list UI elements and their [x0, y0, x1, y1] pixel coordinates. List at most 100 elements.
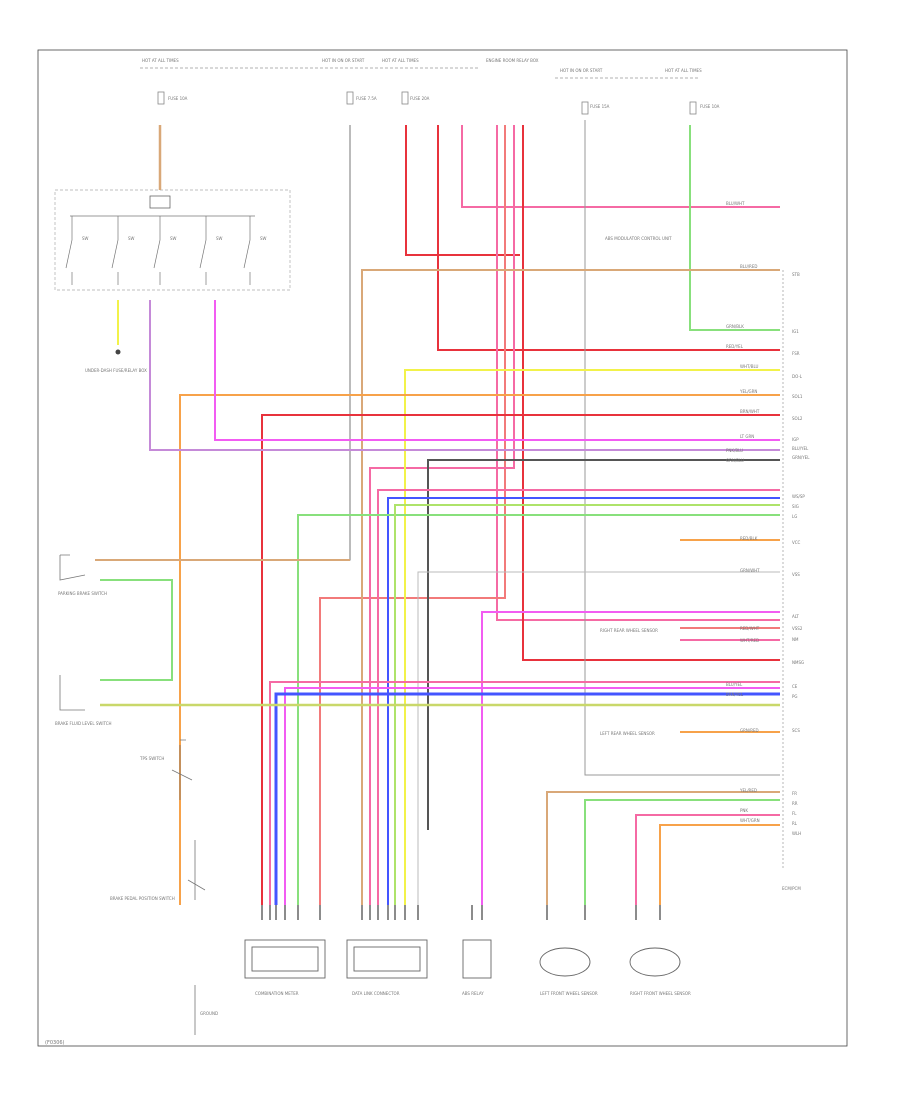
switch-label-2: SW	[128, 236, 135, 241]
engine-room-box-label: ENGINE ROOM RELAY BOX	[486, 58, 539, 63]
pin-label: WLH	[792, 831, 801, 836]
wire-tag: BLU/WHT	[726, 201, 745, 206]
wire-tag: GRN/RED	[740, 728, 759, 733]
wire-tag: YEL/RED	[739, 788, 757, 793]
data-link-connector-label: DATA LINK CONNECTOR	[352, 991, 400, 996]
abs-relay-label: ABS RELAY	[462, 991, 484, 996]
wire-tag: BRN/YEL	[726, 692, 744, 697]
under-dash-fuse-box	[54, 189, 291, 291]
wire-pink-f	[269, 681, 780, 905]
switch-label-1: SW	[82, 236, 89, 241]
combination-meter-label: COMBINATION METER	[255, 991, 299, 996]
wire-tag: WHT/GRN	[740, 818, 760, 823]
wire-tag: PNK/BLU	[726, 448, 743, 453]
wire-tan-a	[361, 269, 780, 905]
top-labels: HOT AT ALL TIMES HOT IN ON OR START HOT …	[142, 58, 702, 73]
pin-label: RR	[792, 801, 798, 806]
ground-dot-1	[115, 349, 121, 355]
fuse-box-connector	[149, 195, 171, 209]
fuse-label-3: FUSE 20A	[410, 96, 430, 101]
pin-label: BLU/YEL	[792, 446, 809, 451]
wire-tag: RED/WHT	[740, 626, 760, 631]
wire-magenta-b	[481, 611, 780, 905]
data-link-connector-inner	[353, 946, 421, 972]
wire-red-f	[261, 414, 780, 905]
wire-orange-a	[179, 394, 780, 905]
pin-label: CE	[792, 684, 798, 689]
pin-label: VSS	[792, 572, 800, 577]
fuse-label-2: FUSE 7.5A	[356, 96, 377, 101]
bottom-component-labels: COMBINATION METER DATA LINK CONNECTOR AB…	[255, 991, 691, 996]
pin-label: SIG	[792, 504, 799, 509]
wire-green-b	[297, 514, 780, 905]
pin-label: DO-L	[792, 374, 803, 379]
wheel-sensor-rf-body	[629, 947, 681, 977]
wire-tag: WHT/BLU	[740, 364, 759, 369]
pin-label: FL	[792, 811, 797, 816]
wire-tag: RED/BLK	[740, 536, 758, 541]
wire-tags: BLU/RED BLU/WHT GRN/BLK RED/YEL WHT/BLU …	[726, 201, 760, 823]
switch-label-4: SW	[216, 236, 223, 241]
left-component-labels: PARKING BRAKE SWITCH BRAKE FLUID LEVEL S…	[55, 368, 218, 1016]
wire-tag: PNK	[740, 808, 748, 813]
wire-red-e	[522, 125, 780, 661]
wire-tag: BLU/RED	[740, 264, 757, 269]
wire-tag: GRN/BLK	[726, 324, 744, 329]
fuse-labels: FUSE 10A FUSE 7.5A FUSE 20A FUSE 15A FUS…	[168, 96, 720, 109]
fuses	[157, 91, 697, 115]
wheel-sensor-lf-body	[539, 947, 591, 977]
ecm-pin-labels: STB IG1 FSR DO-L SOL1 SOL2 IGP BLU/YEL G…	[792, 272, 810, 836]
wires	[95, 120, 780, 905]
footer-code: (F0306)	[45, 1040, 65, 1046]
fuse-5	[689, 101, 697, 115]
wire-green-e	[584, 799, 780, 905]
fuse-1	[157, 91, 165, 105]
wire-magenta-c	[284, 687, 780, 905]
wire-green-d	[100, 579, 173, 681]
pin-label: SCS	[792, 728, 800, 733]
brake-pedal-switch-label: BRAKE PEDAL POSITION SWITCH	[110, 896, 175, 901]
wire-tag: LT GRN	[740, 434, 754, 439]
abs-relay-box	[462, 939, 492, 979]
pin-label: IGP	[792, 437, 799, 442]
wire-tag: WHT/RED	[740, 638, 759, 643]
pin-label: NM	[792, 637, 799, 642]
wire-pink-b	[319, 125, 506, 905]
wire-pink-g	[635, 814, 780, 905]
pin-label: LG	[792, 514, 797, 519]
fuse-label-5: FUSE 10A	[700, 104, 720, 109]
pin-label: PG	[792, 694, 798, 699]
wire-yellow-a	[404, 369, 780, 905]
wheel-sensor-lr-label: LEFT REAR WHEEL SENSOR	[600, 731, 655, 736]
wire-gray-c	[417, 571, 780, 905]
fuse-box-switch-labels: SW SW SW SW SW	[82, 236, 267, 241]
parking-brake-switch-label: PARKING BRAKE SWITCH	[58, 591, 107, 596]
wheel-sensor-lf-label: LEFT FRONT WHEEL SENSOR	[540, 991, 598, 996]
wire-orange-d	[659, 824, 780, 905]
pin-label: FR	[792, 791, 797, 796]
wire-tag: RED/YEL	[726, 344, 744, 349]
hot-at-all-times-label-1: HOT AT ALL TIMES	[142, 58, 179, 63]
switch-label-3: SW	[170, 236, 177, 241]
hot-at-all-times-label-2: HOT AT ALL TIMES	[382, 58, 419, 63]
pin-label: NMSG	[792, 660, 804, 665]
pin-label: WS/SP	[792, 494, 805, 499]
hot-at-all-times-label-3: HOT AT ALL TIMES	[665, 68, 702, 73]
combination-meter-box	[244, 939, 326, 979]
under-dash-box-label: UNDER-DASH FUSE/RELAY BOX	[85, 368, 147, 373]
wire-red-c	[461, 125, 780, 208]
fuse-3	[401, 91, 409, 105]
wire-tag: BLU/YEL	[726, 682, 743, 687]
wire-magenta-a	[214, 300, 780, 441]
data-link-connector-box	[346, 939, 428, 979]
wire-tag: GRN/WHT	[740, 568, 760, 573]
wire-tan-c	[546, 791, 780, 905]
pin-label: VSS2	[792, 626, 803, 631]
connector-ticks	[261, 905, 661, 920]
wire-red-a	[405, 125, 520, 256]
pin-label: ALT	[792, 614, 799, 619]
pin-label: VCC	[792, 540, 801, 545]
wire-red-d	[369, 125, 515, 905]
